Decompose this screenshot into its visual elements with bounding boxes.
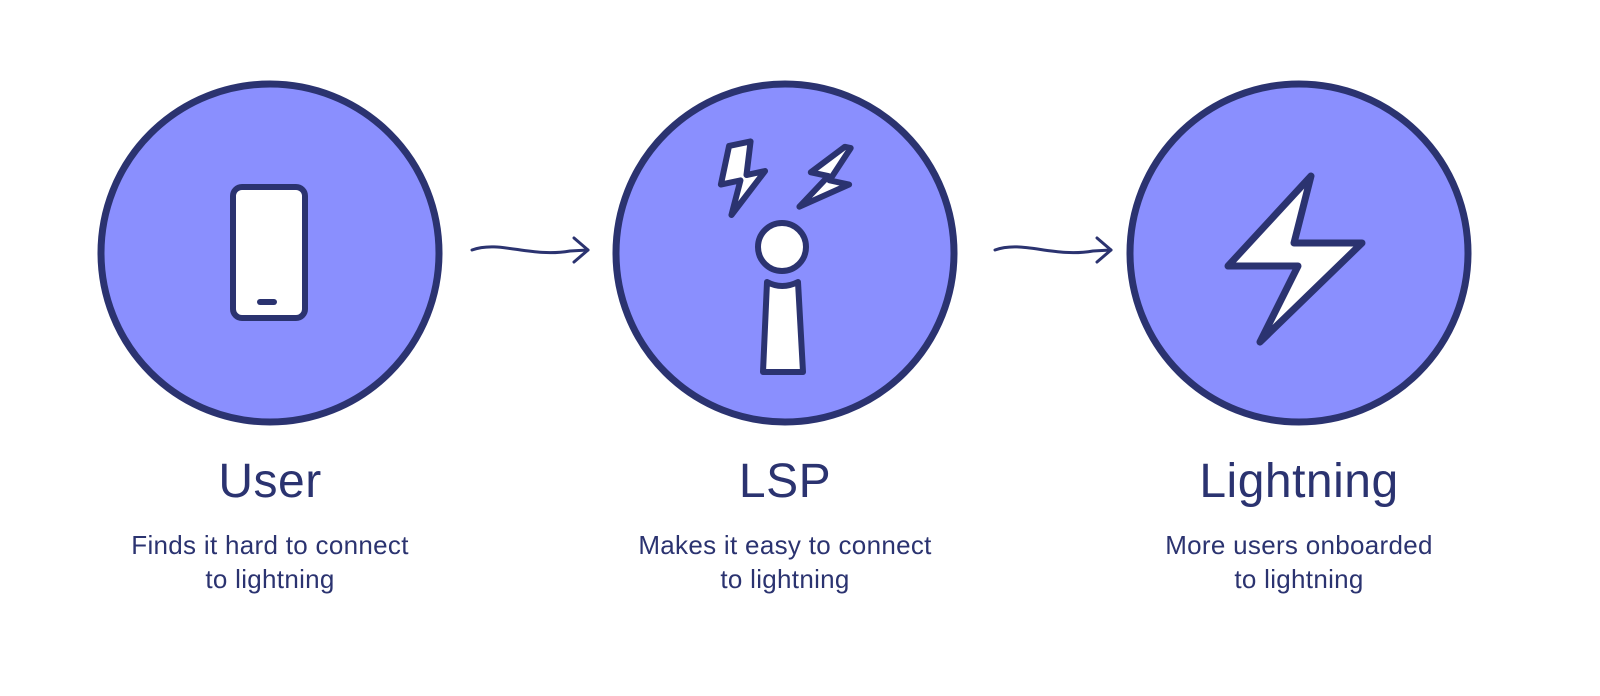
lsp-circle — [612, 80, 958, 426]
user-circle-graphic — [97, 80, 443, 426]
arrow-right-icon — [993, 236, 1113, 264]
lightning-circle-graphic — [1126, 80, 1472, 426]
step-description: More users onboarded to lightning — [1165, 530, 1433, 594]
lightning-bolt-icon — [1224, 172, 1366, 346]
step-user: User Finds it hard to connect to lightni… — [97, 80, 443, 680]
phone-icon — [230, 184, 308, 321]
step-title: Lightning — [1199, 455, 1399, 508]
step-title: LSP — [738, 455, 832, 508]
step-lightning: Lightning More users onboarded to lightn… — [1126, 80, 1472, 680]
user-circle — [97, 80, 443, 426]
step-title: User — [218, 455, 322, 508]
step-description: Makes it easy to connect to lightning — [638, 530, 932, 594]
lsp-tower-icon — [717, 138, 854, 375]
lsp-circle-graphic — [612, 80, 958, 426]
step-description: Finds it hard to connect to lightning — [131, 530, 409, 594]
step-lsp: LSP Makes it easy to connect to lightnin… — [612, 80, 958, 680]
arrow-right-icon — [470, 236, 590, 264]
lightning-circle — [1126, 80, 1472, 426]
